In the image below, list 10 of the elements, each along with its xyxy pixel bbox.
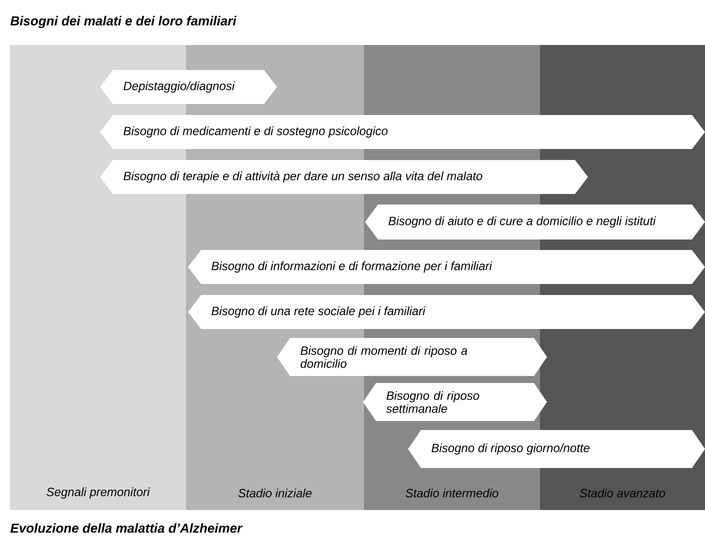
- need-banner: Bisogno di informazioni e di formazione per i familiari: [188, 250, 705, 284]
- need-banner: Bisogno di medicamenti e di sostegno psicologico: [100, 115, 705, 149]
- title: Bisogni dei malati e dei loro familiari: [10, 16, 237, 28]
- need-banner: Depistaggio/diagnosi: [100, 70, 277, 104]
- need-banner: Bisogno di terapie e di attività per dare un senso alla vita del malato: [100, 160, 588, 194]
- need-banner: Bisogno di momenti di riposo a domicilio: [277, 338, 547, 376]
- need-banner: Bisogno di riposo giorno/notte: [408, 430, 705, 468]
- need-banner: Bisogno di aiuto e di cure a domicilio e negli istituti: [365, 204, 705, 240]
- need-banner: Bisogno di una rete sociale pei i familiari: [188, 295, 705, 329]
- caption: Evoluzione della malattia d’Alzheimer: [10, 523, 243, 533]
